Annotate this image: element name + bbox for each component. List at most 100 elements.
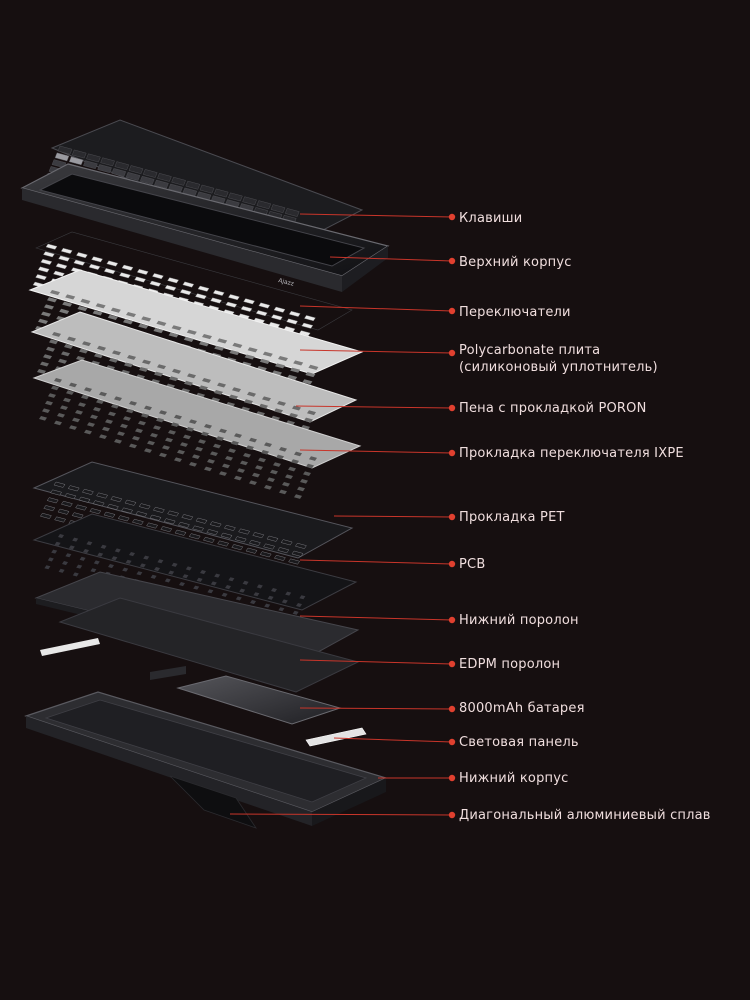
- pet-cell: [245, 547, 258, 554]
- ixpe-hole: [189, 462, 197, 467]
- pcb-pad: [79, 556, 86, 561]
- switch: [288, 310, 301, 317]
- pcb-pad: [207, 589, 214, 594]
- leader-dot-pet-pad: [448, 513, 456, 521]
- pcb-pad: [111, 556, 118, 561]
- ixpe-hole: [54, 420, 62, 426]
- switch: [73, 259, 86, 266]
- plate-hole: [244, 354, 255, 360]
- poron-hole: [307, 410, 316, 416]
- switch: [103, 268, 116, 275]
- keycap: [171, 176, 186, 186]
- pet-cell: [234, 536, 247, 543]
- ixpe-hole: [189, 419, 197, 425]
- keycap: [157, 173, 172, 182]
- poron-hole: [40, 361, 49, 367]
- ixpe-hole: [150, 433, 158, 438]
- leader-line-switches: [299, 305, 453, 312]
- ixpe-hole: [207, 459, 215, 464]
- keycap: [83, 160, 98, 170]
- bottom-case-layer: [24, 691, 388, 826]
- pet-cell: [67, 485, 80, 492]
- plate-hole: [293, 360, 304, 366]
- switch: [273, 306, 286, 313]
- ixpe-hole: [105, 419, 113, 424]
- leader-line-pcb: [299, 559, 453, 565]
- plate-hole: [287, 374, 298, 380]
- plate-hole: [217, 338, 228, 344]
- leader-line-battery: [299, 707, 453, 710]
- plate-hole: [232, 342, 243, 348]
- pcb-pad: [235, 596, 242, 601]
- keycap: [71, 149, 87, 159]
- plate-hole: [138, 323, 149, 329]
- poron-hole: [124, 362, 133, 368]
- plate-hole: [80, 298, 91, 304]
- poron-hole: [244, 399, 253, 405]
- keycap: [199, 184, 215, 194]
- ixpe-hole: [102, 426, 110, 432]
- pcb-pad: [281, 599, 288, 604]
- poron-hole: [202, 378, 211, 383]
- pcb-pad: [154, 567, 160, 572]
- pcb-pad: [179, 582, 185, 587]
- ixpe-hole: [267, 477, 275, 483]
- ixpe-hole: [114, 439, 122, 444]
- ixpe-hole: [69, 425, 77, 430]
- ixpe-hole: [114, 396, 122, 402]
- poron-hole: [121, 369, 130, 375]
- ixpe-hole: [180, 442, 188, 447]
- ixpe-hole: [297, 486, 305, 492]
- plate-hole: [272, 370, 282, 376]
- pet-cell: [280, 539, 293, 546]
- pet-cell: [181, 514, 194, 521]
- leader-line-edpm-foam: [299, 659, 453, 665]
- switch: [43, 251, 55, 258]
- leader-dot-keycaps: [448, 213, 456, 221]
- switch: [134, 276, 146, 283]
- pcb-pad: [264, 603, 271, 608]
- callout-label-top-case: Верхний корпус: [459, 255, 572, 270]
- callout-label-bottom-foam: Нижний поролон: [459, 613, 579, 628]
- ixpe-hole: [288, 466, 296, 472]
- switch: [258, 302, 271, 309]
- pet-cell: [103, 511, 116, 518]
- switch: [60, 247, 73, 254]
- ixpe-hole: [222, 463, 230, 469]
- pet-cell: [64, 493, 77, 500]
- poron-hole: [274, 408, 283, 414]
- ixpe-hole: [186, 427, 194, 432]
- pcb-pad: [62, 561, 68, 566]
- ixpe-hole: [264, 442, 272, 448]
- pcb-pad: [253, 592, 260, 597]
- ixpe-hole: [144, 405, 152, 411]
- ixpe-hole: [279, 489, 287, 495]
- keycap: [270, 204, 286, 213]
- poron-hole: [127, 355, 136, 360]
- pcb-pad: [83, 549, 89, 554]
- ixpe-hole: [159, 410, 167, 415]
- keycap: [125, 172, 141, 181]
- callout-label-switches: Переключатели: [459, 305, 571, 320]
- callout-label-battery: 8000mAh батарея: [459, 701, 585, 716]
- plate-hole: [141, 316, 152, 322]
- poron-hole: [76, 356, 85, 361]
- pcb-pad: [65, 553, 72, 558]
- plate-hole: [95, 303, 106, 309]
- pet-cell: [40, 512, 52, 519]
- ixpe-hole: [252, 472, 260, 478]
- ixpe-hole: [156, 417, 164, 423]
- ixpe-hole: [273, 462, 281, 467]
- pet-cell: [252, 532, 265, 539]
- pcb-pad: [51, 549, 58, 554]
- ixpe-hole: [57, 413, 65, 418]
- pet-cell: [291, 550, 304, 557]
- ixpe-hole: [246, 445, 254, 451]
- ixpe-hole: [309, 456, 317, 461]
- poron-hole: [271, 415, 280, 421]
- plate-hole: [123, 319, 133, 325]
- pet-cell: [167, 510, 179, 517]
- pet-cell: [43, 505, 56, 512]
- pet-cell: [124, 499, 137, 506]
- pcb-pad: [143, 555, 150, 560]
